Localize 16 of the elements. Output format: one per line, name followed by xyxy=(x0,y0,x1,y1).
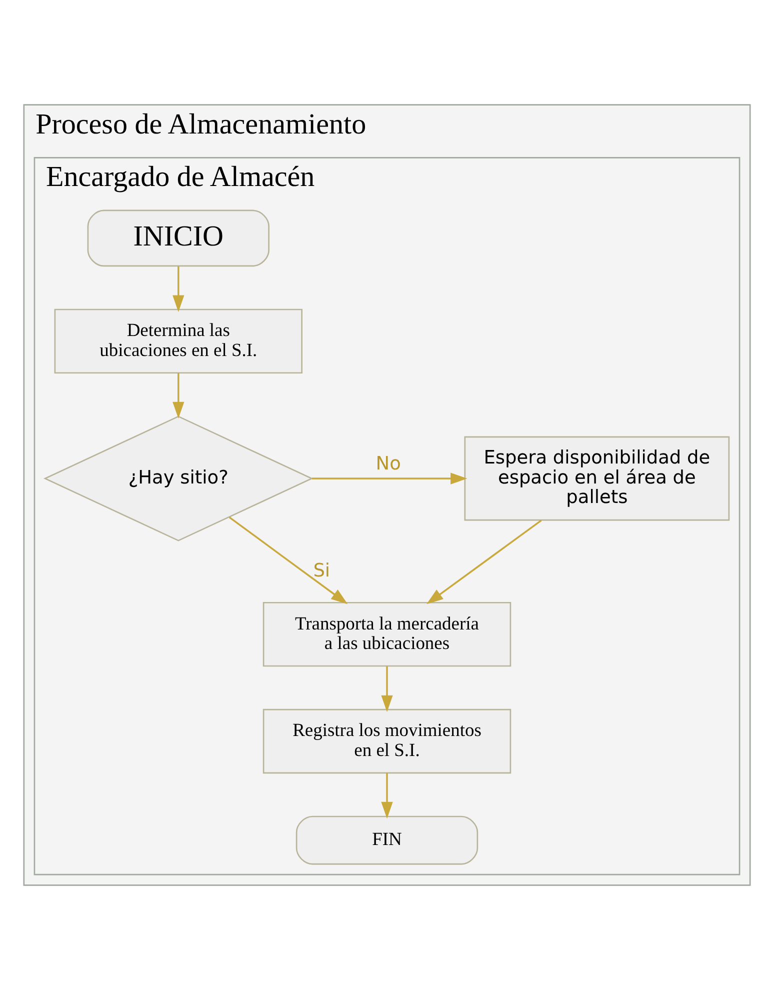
arrow xyxy=(426,519,542,604)
arrow xyxy=(381,666,393,712)
node-box: Determina las ubicaciones en el S.I. xyxy=(54,308,302,374)
node-box: FIN xyxy=(296,815,478,864)
arrow xyxy=(172,266,184,312)
node-box: Espera disponibilidad de espacio en el área de pallets xyxy=(464,436,730,520)
node-diamond: ¿Hay sitio? xyxy=(43,415,314,541)
node-box: Transporta la mercadería a las ubicaciones xyxy=(262,601,512,666)
arrow xyxy=(228,516,348,604)
arrow xyxy=(312,472,468,484)
edge-label: Si xyxy=(313,560,330,581)
node-box: Registra los movimientos en el S.I. xyxy=(262,708,512,774)
node-box: INICIO xyxy=(87,209,270,266)
arrow xyxy=(172,372,184,418)
edge-label: No xyxy=(376,453,401,474)
arrow xyxy=(381,772,393,818)
